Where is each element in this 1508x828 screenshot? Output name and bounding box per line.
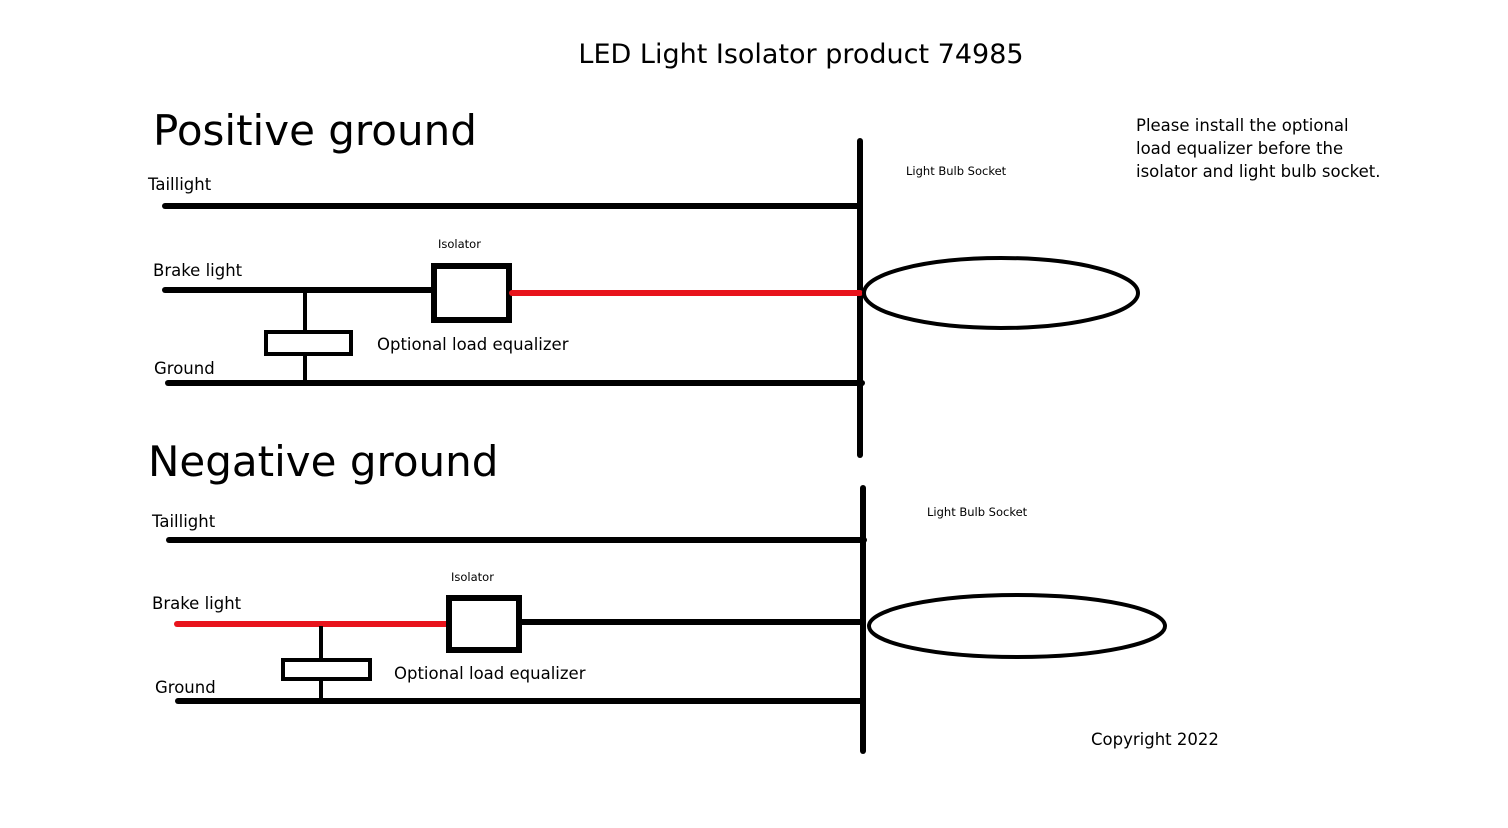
equalizer-box <box>264 330 353 356</box>
taillight-label: Taillight <box>151 512 216 531</box>
ground-label: Ground <box>155 678 216 697</box>
section-heading: Negative ground <box>148 437 498 486</box>
socket-label: Light Bulb Socket <box>927 505 1028 519</box>
ground-label: Ground <box>154 359 215 378</box>
isolator-box <box>431 263 512 323</box>
isolator-label: Isolator <box>438 237 481 251</box>
equalizer-label: Optional load equalizer <box>394 664 586 683</box>
isolator-box <box>446 595 522 653</box>
taillight-label: Taillight <box>147 175 212 194</box>
socket-label: Light Bulb Socket <box>906 164 1007 178</box>
copyright: Copyright 2022 <box>1091 730 1219 749</box>
brake-label: Brake light <box>152 594 242 613</box>
note: Please install the optional load equaliz… <box>1136 116 1381 181</box>
note-line: load equalizer before the <box>1136 139 1343 158</box>
negative-ground-section: Negative ground Light Bulb Socket Tailli… <box>148 437 1167 754</box>
positive-ground-section: Positive ground Taillight Light Bulb Soc… <box>147 106 1140 458</box>
bulb-socket <box>867 593 1167 659</box>
equalizer-label: Optional load equalizer <box>377 335 569 354</box>
diagram-title: LED Light Isolator product 74985 <box>578 39 1023 70</box>
bulb-socket <box>862 256 1140 330</box>
brake-label: Brake light <box>153 261 243 280</box>
note-line: Please install the optional <box>1136 116 1349 135</box>
note-line: isolator and light bulb socket. <box>1136 162 1381 181</box>
section-heading: Positive ground <box>153 106 477 155</box>
equalizer-box <box>281 658 372 681</box>
isolator-label: Isolator <box>451 570 494 584</box>
